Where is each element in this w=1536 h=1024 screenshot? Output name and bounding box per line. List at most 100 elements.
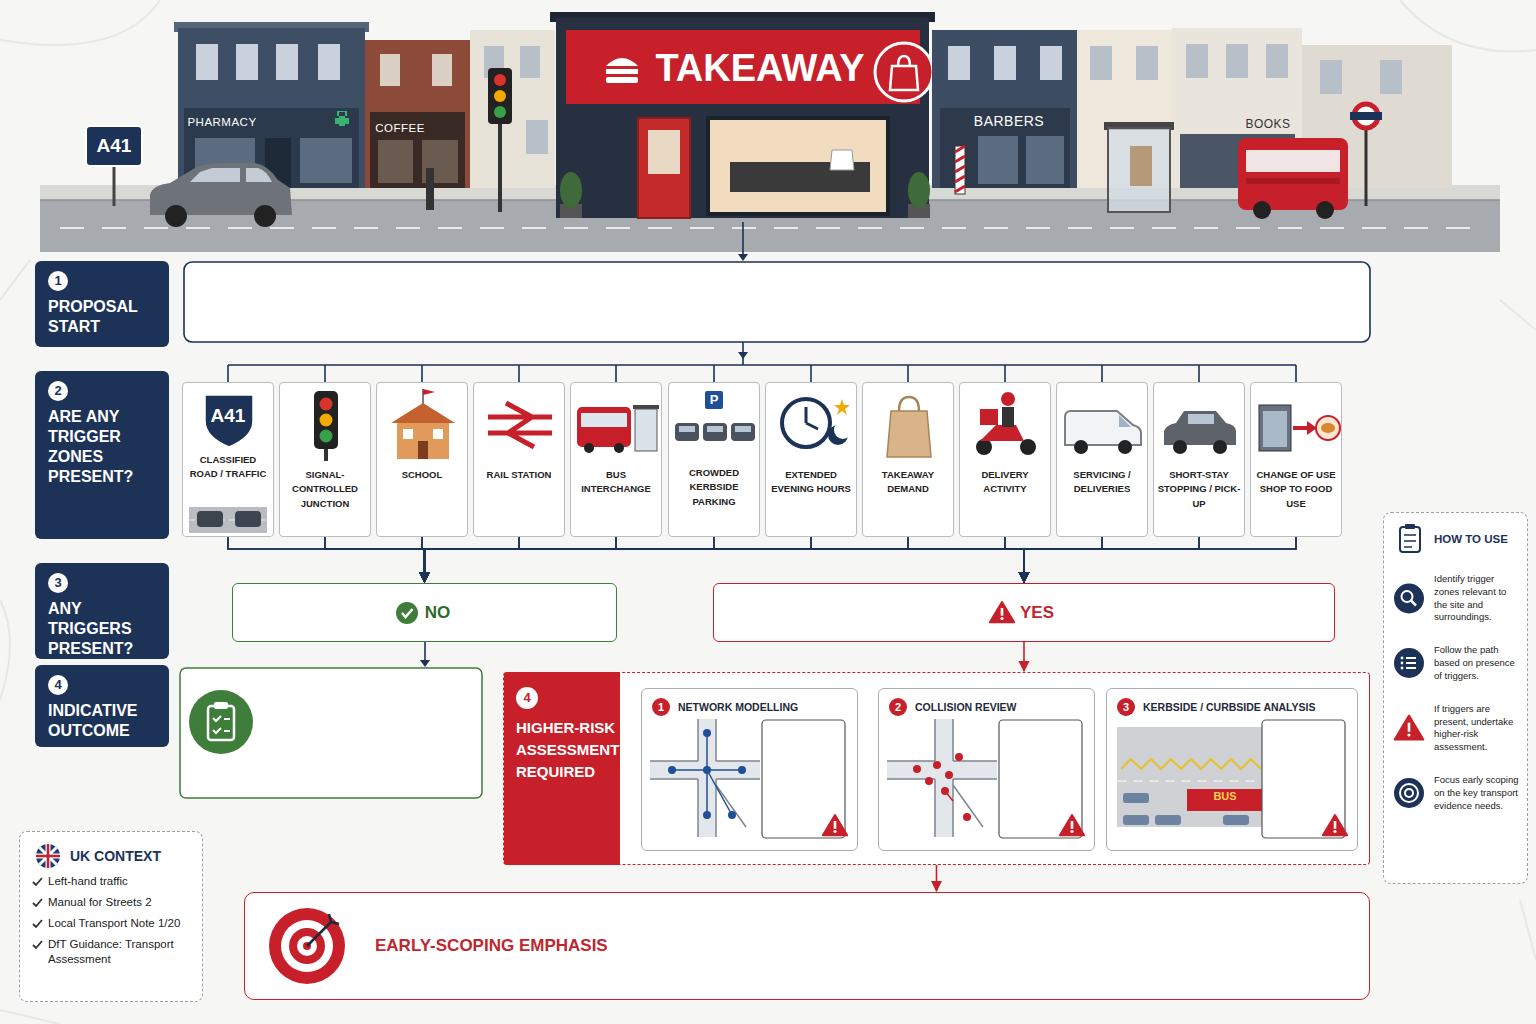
coffee-building	[432, 54, 452, 86]
node-icon	[1293, 426, 1307, 430]
tile-text: SIGNAL-CONTROLLED JUNCTION	[280, 468, 370, 511]
flow-connector	[811, 537, 1024, 582]
assessment-card: 2COLLISION REVIEW	[878, 688, 1095, 851]
flow-connector	[425, 537, 1297, 582]
card-text: NETWORK MODELLING	[678, 701, 798, 713]
flow-connector	[425, 537, 909, 582]
bus-shelter	[1130, 146, 1152, 186]
coffee-building	[380, 54, 400, 86]
node-icon	[703, 766, 711, 774]
node-icon	[1402, 591, 1413, 602]
takeaway-shop	[566, 30, 920, 104]
node-icon	[1074, 440, 1088, 454]
car	[190, 168, 272, 182]
node-icon	[834, 399, 850, 415]
assessment-card: 3KERBSIDE / CURBSIDE ANALYSIS	[1106, 688, 1358, 851]
terrace-building	[520, 46, 540, 78]
node-icon	[581, 413, 627, 427]
node-icon	[887, 719, 997, 837]
underground-sign	[1350, 104, 1382, 206]
road-sign	[113, 165, 116, 206]
node-icon	[403, 429, 413, 439]
trigger-tile: EXTENDED EVENING HOURS	[765, 382, 857, 537]
node-icon	[189, 507, 267, 533]
node-icon	[1263, 411, 1287, 447]
step-label: 1PROPOSAL START	[35, 261, 169, 347]
uk-text: Left-hand traffic	[34, 874, 194, 889]
node-icon	[36, 844, 60, 868]
node-icon	[1401, 657, 1404, 660]
flow-frame	[424, 642, 426, 662]
flow-connector	[1024, 537, 1102, 582]
node-icon	[1117, 727, 1265, 827]
terrace-building	[470, 30, 555, 188]
pharmacy-building	[318, 44, 340, 80]
node-icon	[1384, 513, 1527, 883]
node-icon	[1321, 423, 1335, 433]
node-icon	[1223, 815, 1249, 825]
node-icon	[935, 719, 953, 837]
node-icon	[1121, 759, 1261, 769]
node-icon	[1117, 781, 1265, 782]
flow-connector	[228, 537, 425, 582]
node-icon	[1400, 527, 1420, 552]
node-icon	[1251, 383, 1341, 536]
node-icon	[1060, 815, 1084, 835]
car	[150, 163, 292, 227]
node-icon	[1394, 778, 1424, 808]
node-icon	[675, 423, 699, 441]
card-text: 3	[1117, 698, 1135, 716]
cream-building	[1090, 46, 1112, 80]
node-icon	[960, 383, 1050, 536]
step-text: 2	[48, 381, 68, 401]
how-text: If triggers are present, undertake highe…	[1434, 703, 1521, 754]
node-icon	[614, 443, 624, 453]
node-icon	[731, 423, 755, 441]
node-icon	[1316, 416, 1340, 440]
flow-connector	[425, 537, 1006, 582]
takeaway-shop	[606, 69, 638, 74]
scene-label: BARBERS	[974, 113, 1044, 129]
node-icon	[1001, 392, 1015, 406]
trigger-tile: BUS INTERCHANGE	[570, 382, 662, 537]
node-icon	[377, 383, 467, 536]
takeaway-shop	[898, 56, 910, 66]
node-icon	[1394, 584, 1424, 614]
step-text: ARE ANY TRIGGER ZONES PRESENT?	[48, 407, 159, 487]
takeaway-shop	[830, 150, 854, 170]
tile-text: EXTENDED EVENING HOURS	[766, 468, 856, 497]
flow-connector	[425, 537, 520, 582]
node-icon	[1173, 440, 1187, 454]
tile-text: A41	[211, 405, 246, 427]
step-text: 1	[48, 271, 68, 291]
node-icon	[488, 403, 552, 447]
node-icon	[1259, 405, 1291, 451]
flow-connector	[325, 537, 1024, 582]
takeaway-shop	[742, 222, 744, 255]
takeaway-shop	[875, 43, 933, 101]
node-icon	[36, 844, 60, 868]
node-icon	[423, 389, 435, 395]
flow-frame	[214, 702, 228, 709]
scene-label: PHARMACY	[187, 116, 256, 128]
trigger-tile: A41CLASSIFIED ROAD / TRAFFIC	[182, 382, 274, 537]
trigger-tile: SCHOOL	[376, 382, 468, 537]
node-icon	[1164, 411, 1236, 445]
node-icon	[963, 813, 971, 821]
street-scene	[60, 227, 1480, 229]
flow-connector	[1023, 642, 1025, 671]
coffee-building	[378, 140, 413, 183]
step-label: 2ARE ANY TRIGGER ZONES PRESENT?	[35, 371, 169, 539]
node-icon	[1404, 535, 1416, 547]
node-icon	[320, 414, 333, 427]
coffee-building	[365, 40, 470, 188]
node-icon	[324, 449, 328, 461]
road-sign	[86, 126, 142, 166]
node-icon	[672, 733, 742, 815]
traffic-light	[494, 90, 506, 102]
node-icon	[433, 429, 443, 439]
scene-label: A41	[97, 135, 132, 157]
